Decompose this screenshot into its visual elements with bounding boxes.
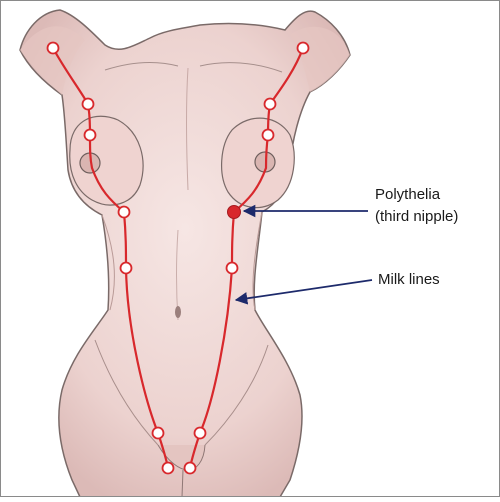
marker-left-mid-chest xyxy=(83,128,97,142)
thigh-divider xyxy=(181,469,184,498)
marker-left-groin xyxy=(151,426,165,440)
marker-left-axilla xyxy=(46,41,60,55)
polythelia-label: Polythelia xyxy=(375,186,441,203)
left-shoulder-shade xyxy=(20,26,85,95)
left-line-markers xyxy=(46,41,175,475)
polythelia-marker xyxy=(227,205,241,219)
collarbone-right xyxy=(199,62,283,73)
marker-left-upper-chest xyxy=(81,97,95,111)
milk-lines-arrow xyxy=(234,279,373,305)
marker-left-vulva xyxy=(161,461,175,475)
milk-lines-label: Milk lines xyxy=(378,271,440,288)
marker-right-groin xyxy=(193,426,207,440)
marker-left-below-breast xyxy=(117,205,131,219)
marker-right-upper-chest xyxy=(263,97,277,111)
torso-body xyxy=(19,9,351,498)
third-nipple-label: (third nipple) xyxy=(375,208,458,225)
marker-right-abdomen xyxy=(225,261,239,275)
collarbone-left xyxy=(104,62,179,71)
marker-right-mid-chest xyxy=(261,128,275,142)
marker-right-vulva xyxy=(183,461,197,475)
marker-right-axilla xyxy=(296,41,310,55)
right-line-markers xyxy=(183,41,310,475)
left-hip-contour xyxy=(94,339,159,446)
left-rib-shade xyxy=(101,214,115,311)
right-rib-shade xyxy=(252,211,263,311)
navel xyxy=(175,306,181,318)
marker-left-abdomen xyxy=(119,261,133,275)
sternum-line xyxy=(186,67,189,191)
right-hip-contour xyxy=(204,344,269,446)
